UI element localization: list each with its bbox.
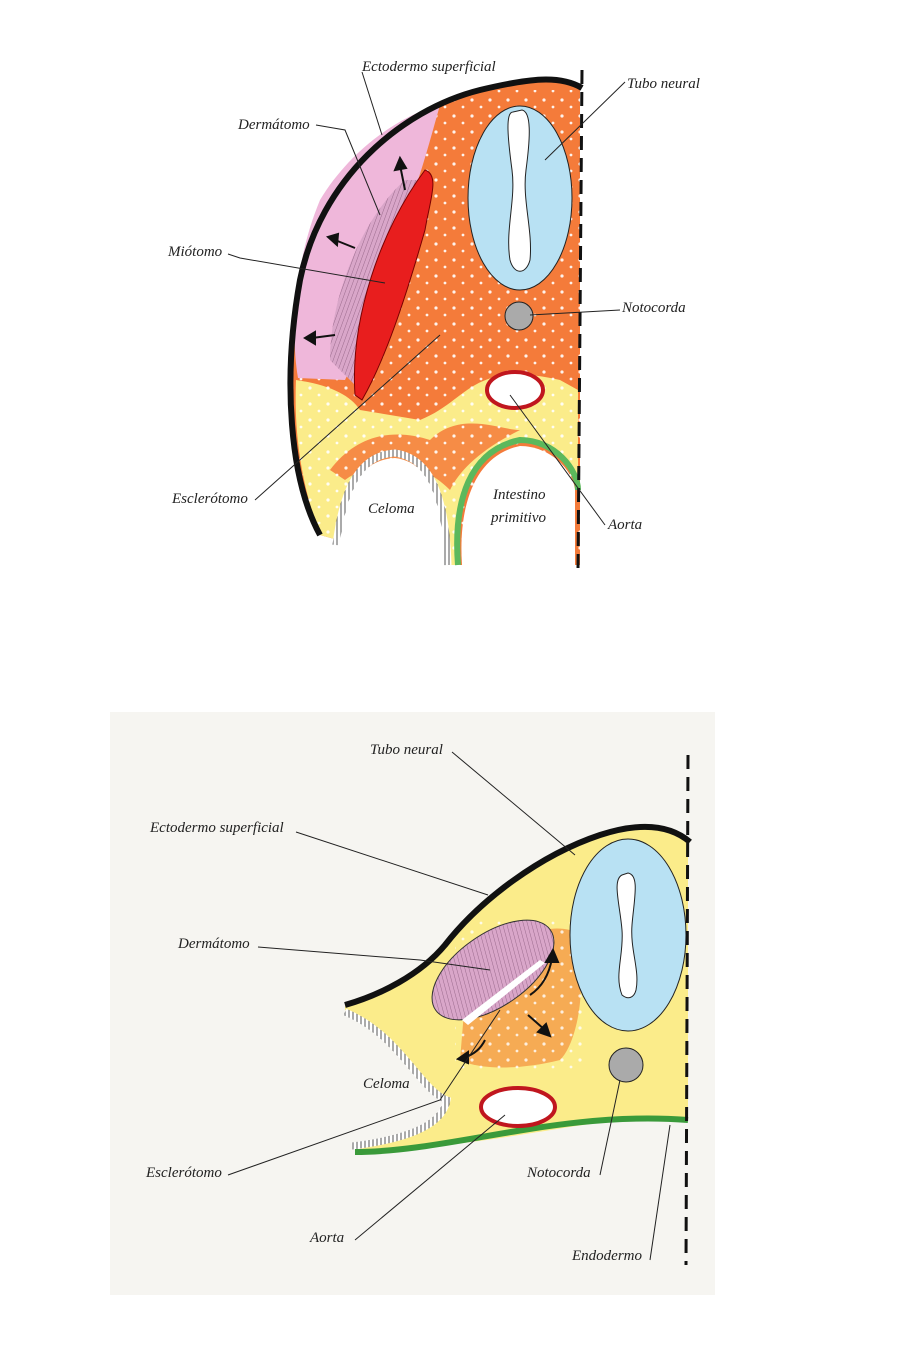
celoma-edge bbox=[332, 449, 452, 566]
dermatome-slit bbox=[462, 960, 545, 1025]
ectoderm-outline-bottom bbox=[344, 823, 692, 1008]
arrows-bottom bbox=[455, 947, 560, 1065]
celoma bbox=[338, 458, 445, 565]
label-celoma-top: Celoma bbox=[368, 501, 415, 517]
top-figure bbox=[227, 69, 626, 571]
bottom-figure bbox=[110, 712, 715, 1295]
notochord-bottom bbox=[608, 1047, 644, 1083]
label-esclerotomo-bottom: Esclerótomo bbox=[145, 1165, 222, 1181]
neural-canal-bottom bbox=[616, 872, 638, 999]
label-tubo-neural-top: Tubo neural bbox=[627, 76, 700, 92]
label-primitivo-top: primitivo bbox=[490, 510, 546, 526]
celoma-bottom bbox=[340, 1012, 445, 1148]
myotome bbox=[353, 169, 434, 401]
neural-canal bbox=[507, 109, 532, 272]
label-aorta-bottom: Aorta bbox=[309, 1230, 344, 1246]
arrows bbox=[303, 155, 408, 346]
label-aorta-top: Aorta bbox=[607, 517, 642, 533]
celoma-edge-bottom bbox=[343, 1008, 451, 1150]
endoderm-line bbox=[354, 1115, 689, 1155]
label-endodermo-bottom: Endodermo bbox=[571, 1248, 642, 1264]
ectoderm-outline bbox=[287, 76, 584, 537]
label-tubo-neural-bottom: Tubo neural bbox=[370, 742, 443, 758]
label-dermatomo-bottom: Dermátomo bbox=[177, 936, 250, 952]
label-intestino-top: Intestino bbox=[492, 487, 546, 503]
dermatome-bottom bbox=[431, 919, 555, 1021]
aorta bbox=[485, 370, 545, 410]
label-ectodermo-top: Ectodermo superficial bbox=[361, 59, 496, 75]
notochord bbox=[504, 301, 534, 331]
label-notocorda-top: Notocorda bbox=[621, 300, 686, 316]
intestine-wall bbox=[454, 436, 581, 566]
aorta-bottom bbox=[479, 1086, 557, 1128]
midline-dashed-bottom bbox=[684, 754, 690, 1266]
label-dermatomo-top: Dermátomo bbox=[237, 117, 310, 133]
label-esclerotomo-top: Esclerótomo bbox=[171, 491, 248, 507]
label-celoma-bottom: Celoma bbox=[363, 1076, 410, 1092]
label-miotomo-top: Miótomo bbox=[167, 244, 223, 260]
label-ectodermo-bottom: Ectodermo superficial bbox=[149, 820, 284, 836]
midline-dashed bbox=[576, 69, 584, 571]
label-notocorda-bottom: Notocorda bbox=[526, 1165, 591, 1181]
